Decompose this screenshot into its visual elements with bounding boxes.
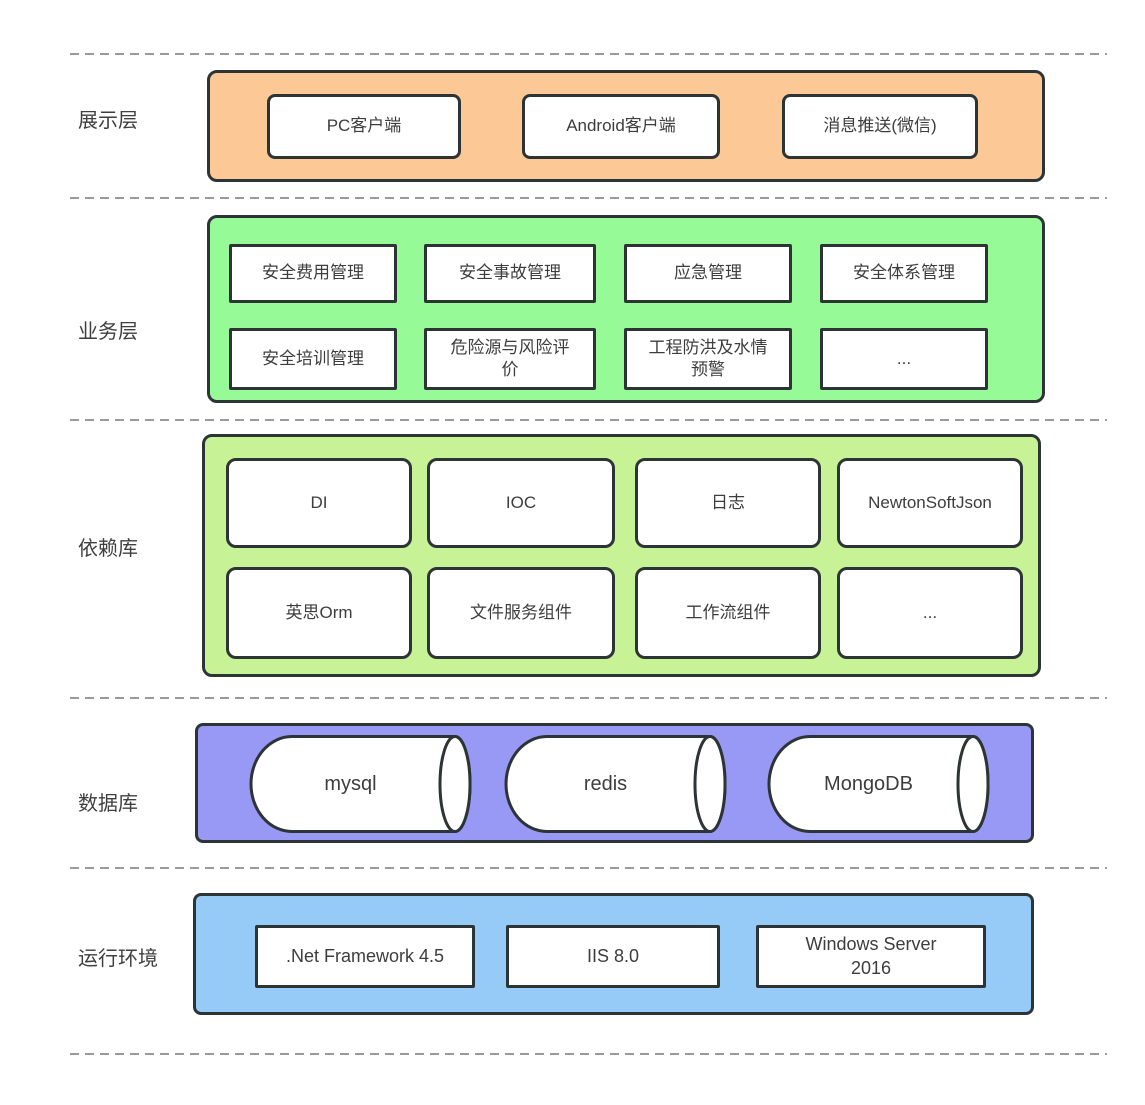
dependency-item-box: DI (226, 458, 412, 548)
runtime-layer-container: .Net Framework 4.5 IIS 8.0 Windows Serve… (193, 893, 1034, 1015)
business-item-box: 安全事故管理 (424, 244, 596, 303)
runtime-item-box: IIS 8.0 (506, 925, 720, 988)
database-name: MongoDB (824, 772, 913, 795)
dashed-separator (70, 697, 1107, 699)
database-name: mysql (324, 772, 377, 795)
cylinder-shape (504, 735, 727, 833)
database-name: redis (583, 772, 628, 795)
business-item-box: 安全培训管理 (229, 328, 397, 390)
dependency-layer-container: DI IOC 日志 NewtonSoftJson 英思Orm 文件服务组件 工作… (202, 434, 1041, 677)
dashed-separator (70, 867, 1107, 869)
business-item-box: 安全费用管理 (229, 244, 397, 303)
presentation-layer-container: PC客户端 Android客户端 消息推送(微信) (207, 70, 1045, 182)
cylinder-shape (767, 735, 990, 833)
dependency-item-box: NewtonSoftJson (837, 458, 1023, 548)
business-item-box: ... (820, 328, 988, 390)
database-layer-label: 数据库 (78, 793, 138, 815)
business-layer-container: 安全费用管理 安全事故管理 应急管理 安全体系管理 安全培训管理 危险源与风险评… (207, 215, 1045, 403)
business-item-box: 应急管理 (624, 244, 792, 303)
dependency-layer-label: 依赖库 (78, 538, 138, 560)
runtime-item-box: .Net Framework 4.5 (255, 925, 475, 988)
database-cylinder: redis (499, 734, 730, 834)
cylinder-shape (249, 735, 472, 833)
presentation-layer-label: 展示层 (78, 110, 138, 132)
dashed-separator (70, 53, 1107, 55)
dependency-item-box: IOC (427, 458, 615, 548)
presentation-item-box: PC客户端 (267, 94, 461, 159)
runtime-item-box: Windows Server 2016 (756, 925, 986, 988)
business-item-box: 安全体系管理 (820, 244, 988, 303)
dependency-item-box: 工作流组件 (635, 567, 821, 659)
dashed-separator (70, 419, 1107, 421)
business-item-box: 工程防洪及水情 预警 (624, 328, 792, 390)
dependency-item-box: ... (837, 567, 1023, 659)
database-layer-container: mysql redis MongoDB (195, 723, 1034, 843)
dependency-item-box: 日志 (635, 458, 821, 548)
dependency-item-box: 文件服务组件 (427, 567, 615, 659)
database-cylinder: mysql (244, 734, 475, 834)
presentation-item-box: Android客户端 (522, 94, 720, 159)
database-cylinder: MongoDB (762, 734, 993, 834)
business-layer-label: 业务层 (78, 321, 138, 343)
business-item-box: 危险源与风险评 价 (424, 328, 596, 390)
runtime-layer-label: 运行环境 (78, 948, 158, 970)
presentation-item-box: 消息推送(微信) (782, 94, 978, 159)
dashed-separator (70, 1053, 1107, 1055)
dashed-separator (70, 197, 1107, 199)
dependency-item-box: 英思Orm (226, 567, 412, 659)
